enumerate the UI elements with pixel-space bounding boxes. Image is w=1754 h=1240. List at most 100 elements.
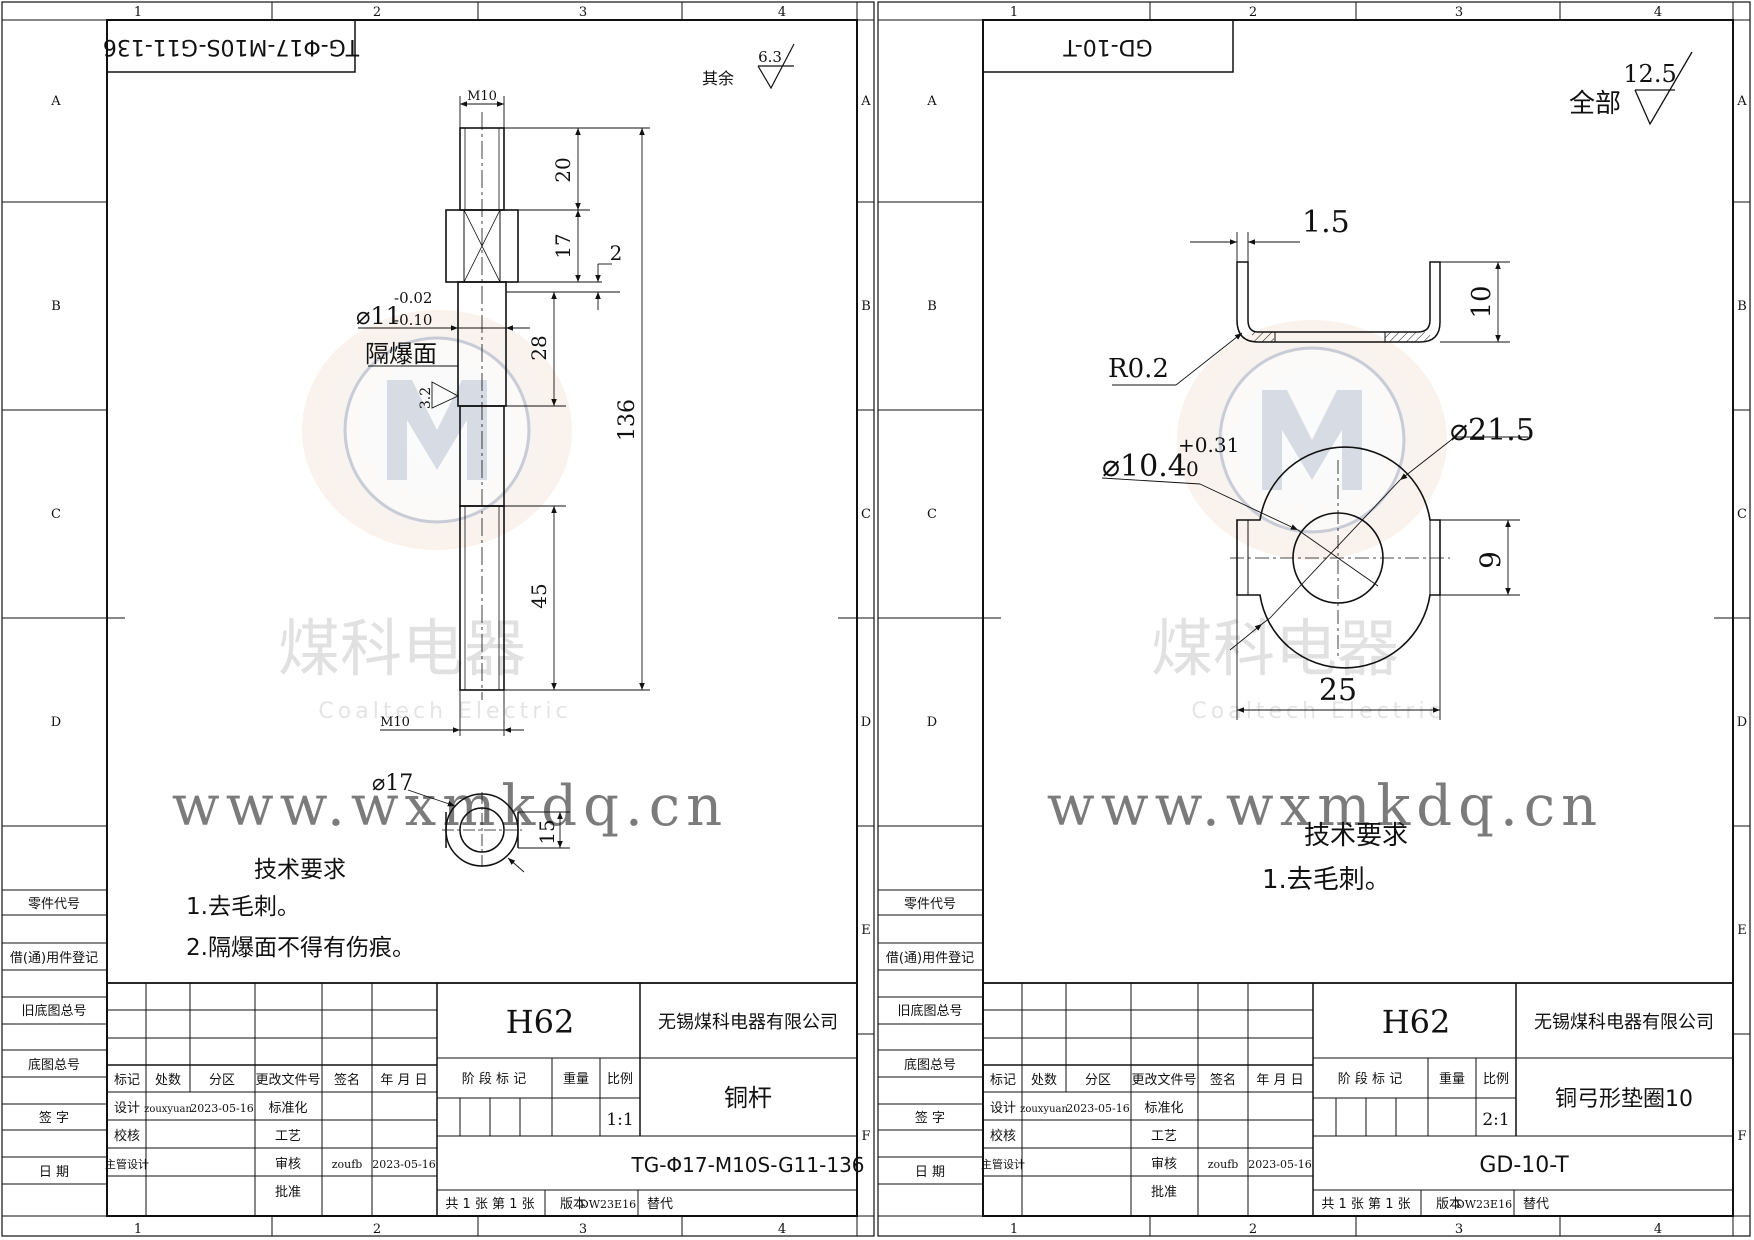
- dim-tol-lower-left: -0.10: [394, 311, 432, 329]
- review-date: 2023-05-16: [1248, 1158, 1311, 1171]
- svg-text:设计: 设计: [114, 1101, 140, 1116]
- svg-text:A: A: [1736, 94, 1747, 109]
- rod-drawing: [445, 112, 519, 700]
- material-name: H62: [506, 1003, 575, 1041]
- svg-text:校核: 校核: [114, 1128, 140, 1144]
- side-column-right: 零件代号 借(通)用件登记 旧底图总号 底图总号 签 字 日 期: [878, 889, 983, 1185]
- svg-text:比例: 比例: [1483, 1072, 1509, 1087]
- washer-plan-dims: [1101, 436, 1528, 720]
- svg-text:2: 2: [373, 5, 381, 20]
- roughness-symbol-right: 全部 12.5: [1569, 51, 1693, 126]
- side-old: 旧底图总号: [21, 1003, 86, 1019]
- material-name: H62: [1382, 1003, 1451, 1041]
- watermark-brand: 煤科电器: [278, 612, 526, 685]
- svg-text:标记: 标记: [990, 1073, 1016, 1088]
- dim-m10-top: M10: [467, 89, 497, 104]
- svg-text:其余: 其余: [702, 69, 734, 88]
- part-code-left: TG-Φ17-M10S-G11-136: [103, 34, 360, 59]
- svg-text:C: C: [861, 507, 871, 522]
- drawing-number: TG-Φ17-M10S-G11-136: [630, 1153, 864, 1177]
- dim-2: 2: [610, 241, 623, 265]
- dim-45: 45: [527, 583, 551, 608]
- svg-text:替代: 替代: [1523, 1197, 1549, 1212]
- svg-text:处数: 处数: [1031, 1073, 1057, 1088]
- dim-dia11: ⌀11: [356, 302, 401, 330]
- svg-text:工艺: 工艺: [275, 1129, 301, 1144]
- svg-text:F: F: [861, 1129, 870, 1144]
- svg-text:A: A: [860, 94, 871, 109]
- svg-text:3: 3: [579, 5, 587, 20]
- dim-tol-upper-left: -0.02: [394, 289, 432, 307]
- tech-title: 技术要求: [1304, 821, 1408, 851]
- svg-text:更改文件号: 更改文件号: [1131, 1073, 1196, 1088]
- svg-text:底图总号: 底图总号: [904, 1057, 956, 1073]
- designer-name: zouxyuan: [144, 1104, 192, 1115]
- dim-28: 28: [527, 335, 551, 360]
- designer-name: zouxyuan: [1020, 1104, 1068, 1115]
- svg-text:借(通)用件登记: 借(通)用件登记: [886, 951, 974, 966]
- svg-text:标准化: 标准化: [1144, 1101, 1183, 1116]
- svg-text:标记: 标记: [114, 1073, 140, 1088]
- tech-item-1: 1.去毛刺。: [1262, 865, 1391, 895]
- watermark-url: www.wxmkdq.cn: [172, 774, 728, 839]
- svg-text:标准化: 标准化: [268, 1101, 307, 1116]
- dim-dia21-5: ⌀21.5: [1450, 413, 1535, 448]
- svg-text:D: D: [927, 715, 937, 730]
- svg-text:工艺: 工艺: [1151, 1129, 1177, 1144]
- tech-item-1: 1.去毛刺。: [186, 894, 300, 920]
- svg-text:1: 1: [134, 5, 142, 20]
- dim-10: 10: [1467, 285, 1497, 318]
- svg-text:重量: 重量: [1439, 1071, 1465, 1087]
- watermark-brand: 煤科电器: [1151, 612, 1399, 685]
- svg-text:3: 3: [579, 1222, 587, 1237]
- svg-text:B: B: [927, 299, 937, 314]
- svg-text:版本: 版本: [560, 1197, 586, 1212]
- svg-text:主管设计: 主管设计: [981, 1157, 1025, 1171]
- dim-20: 20: [551, 157, 575, 182]
- tech-requirements-left: 技术要求 1.去毛刺。 2.隔爆面不得有伤痕。: [186, 857, 415, 961]
- part-code-box-right: GD-10-T: [982, 19, 1234, 73]
- svg-text:F: F: [1737, 1129, 1746, 1144]
- version-no: DW23E16: [580, 1198, 636, 1211]
- svg-text:比例: 比例: [607, 1072, 633, 1087]
- dim-15: 15: [535, 819, 559, 844]
- drawing-number: GD-10-T: [1479, 1153, 1569, 1178]
- svg-text:B: B: [861, 299, 871, 314]
- rod-end-view: [407, 789, 570, 873]
- svg-text:审核: 审核: [1151, 1157, 1177, 1172]
- scale-value: 2:1: [1482, 1110, 1509, 1130]
- svg-text:D: D: [861, 715, 871, 730]
- svg-text:分区: 分区: [209, 1073, 235, 1088]
- dim-136: 136: [615, 399, 640, 441]
- version-no: DW23E16: [1456, 1198, 1512, 1211]
- dim-tol-lower-right: 0: [1186, 457, 1199, 481]
- tech-title: 技术要求: [254, 857, 346, 883]
- svg-text:年 月 日: 年 月 日: [380, 1073, 427, 1088]
- svg-text:版本: 版本: [1436, 1197, 1462, 1212]
- svg-text:共 1 张 第 1 张: 共 1 张 第 1 张: [1321, 1197, 1410, 1212]
- rod-dimensions: [358, 96, 650, 736]
- svg-text:A: A: [926, 94, 937, 109]
- svg-text:校核: 校核: [990, 1128, 1016, 1144]
- dim-roughness-3-2: 3.2: [418, 387, 434, 409]
- svg-text:4: 4: [778, 5, 786, 20]
- title-block-left: 标记 处数 分区 更改文件号 签名 年 月 日 设计 校核 主管设计 标准化 工…: [105, 982, 865, 1217]
- svg-text:2: 2: [1249, 1222, 1257, 1237]
- svg-text:全部: 全部: [1569, 89, 1621, 119]
- side-column-left: 零件代号 借(通)用件登记 旧底图总号 底图总号 签 字 日 期: [2, 889, 107, 1185]
- svg-text:3: 3: [1455, 1222, 1463, 1237]
- svg-text:4: 4: [1654, 5, 1662, 20]
- svg-text:设计: 设计: [990, 1101, 1016, 1116]
- svg-text:主管设计: 主管设计: [105, 1157, 149, 1171]
- svg-text:分区: 分区: [1085, 1073, 1111, 1088]
- dim-1-5: 1.5: [1302, 205, 1350, 240]
- review-date: 2023-05-16: [372, 1158, 435, 1171]
- note-surface: 隔爆面: [365, 340, 437, 368]
- svg-text:2: 2: [373, 1222, 381, 1237]
- side-date: 日 期: [39, 1165, 69, 1180]
- svg-text:签名: 签名: [1210, 1072, 1236, 1088]
- design-date: 2023-05-16: [1066, 1102, 1129, 1115]
- svg-text:3: 3: [1455, 5, 1463, 20]
